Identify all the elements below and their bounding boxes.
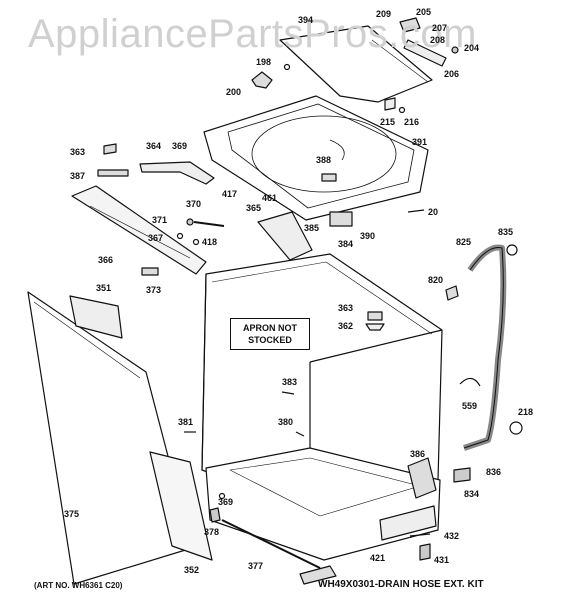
part-label: 351 xyxy=(96,283,112,293)
part-label: 432 xyxy=(444,531,460,541)
part-label: 377 xyxy=(248,561,264,571)
brace-364 xyxy=(139,161,215,185)
part-label: 394 xyxy=(298,15,314,25)
part-label: 364 xyxy=(146,141,162,151)
part-label: 206 xyxy=(444,69,460,79)
part-label: 362 xyxy=(338,321,354,331)
front-panel xyxy=(27,291,193,585)
part-label: 421 xyxy=(370,553,386,563)
part-label: 365 xyxy=(246,203,262,213)
part-label: 387 xyxy=(70,171,86,181)
kick-plate xyxy=(149,451,213,561)
rail-377 xyxy=(221,519,321,569)
part-label: 363 xyxy=(338,303,354,313)
part-label: 370 xyxy=(186,199,202,209)
part-label: 431 xyxy=(434,555,450,565)
part-label: 834 xyxy=(464,489,480,499)
panel-351 xyxy=(69,295,123,339)
part-label: 205 xyxy=(416,7,432,17)
part-label: 208 xyxy=(430,35,446,45)
part-label: 417 xyxy=(222,189,238,199)
part-label: 381 xyxy=(178,417,194,427)
art-number: (ART NO. WH6361 C20) xyxy=(34,581,123,590)
part-label: 371 xyxy=(152,215,168,225)
part-label: 384 xyxy=(338,239,354,249)
watermark-text: AppliancePartsPros.com xyxy=(28,12,477,56)
part-label: 204 xyxy=(464,43,480,53)
part-label: 200 xyxy=(226,87,242,97)
part-label: 373 xyxy=(146,285,162,295)
part-label: 207 xyxy=(432,23,448,33)
part-label: 352 xyxy=(184,565,200,575)
part-label: 461 xyxy=(262,193,278,203)
part-label: 215 xyxy=(380,117,396,127)
part-label: 369 xyxy=(218,497,234,507)
part-label: 836 xyxy=(486,467,502,477)
apron-note: APRON NOT STOCKED xyxy=(230,318,310,350)
part-label: 198 xyxy=(256,57,272,67)
lid xyxy=(279,25,433,103)
part-label: 366 xyxy=(98,255,114,265)
hinge-bracket xyxy=(399,17,421,33)
apron-note-line1: APRON NOT xyxy=(243,323,297,333)
part-label: 835 xyxy=(498,227,514,237)
part-label: 386 xyxy=(410,449,426,459)
part-label: 385 xyxy=(304,223,320,233)
part-label: 380 xyxy=(278,417,294,427)
part-label: 825 xyxy=(456,237,472,247)
part-label: 418 xyxy=(202,237,218,247)
part-label: 383 xyxy=(282,377,298,387)
part-label: 209 xyxy=(376,9,392,19)
hinge-arm xyxy=(403,39,447,67)
part-label: 218 xyxy=(518,407,534,417)
brace-366 xyxy=(71,185,207,275)
part-label: 559 xyxy=(462,401,478,411)
part-label: 363 xyxy=(70,147,86,157)
part-label: 388 xyxy=(316,155,332,165)
part-label: 375 xyxy=(64,509,80,519)
bracket-386 xyxy=(407,457,437,499)
part-label: 216 xyxy=(404,117,420,127)
top-cover xyxy=(203,95,429,221)
part-label: 391 xyxy=(412,137,428,147)
brace-365 xyxy=(257,211,313,261)
drain-hose xyxy=(463,244,507,451)
part-label: 369 xyxy=(172,141,188,151)
part-label: 378 xyxy=(204,527,220,537)
part-label: 820 xyxy=(428,275,444,285)
knob xyxy=(251,71,273,89)
drain-hose-kit-label: WH49X0301-DRAIN HOSE EXT. KIT xyxy=(318,579,484,590)
part-label: 20 xyxy=(428,207,439,217)
apron-note-line2: STOCKED xyxy=(248,335,292,345)
part-label: 390 xyxy=(360,231,376,241)
part-label: 367 xyxy=(148,233,164,243)
